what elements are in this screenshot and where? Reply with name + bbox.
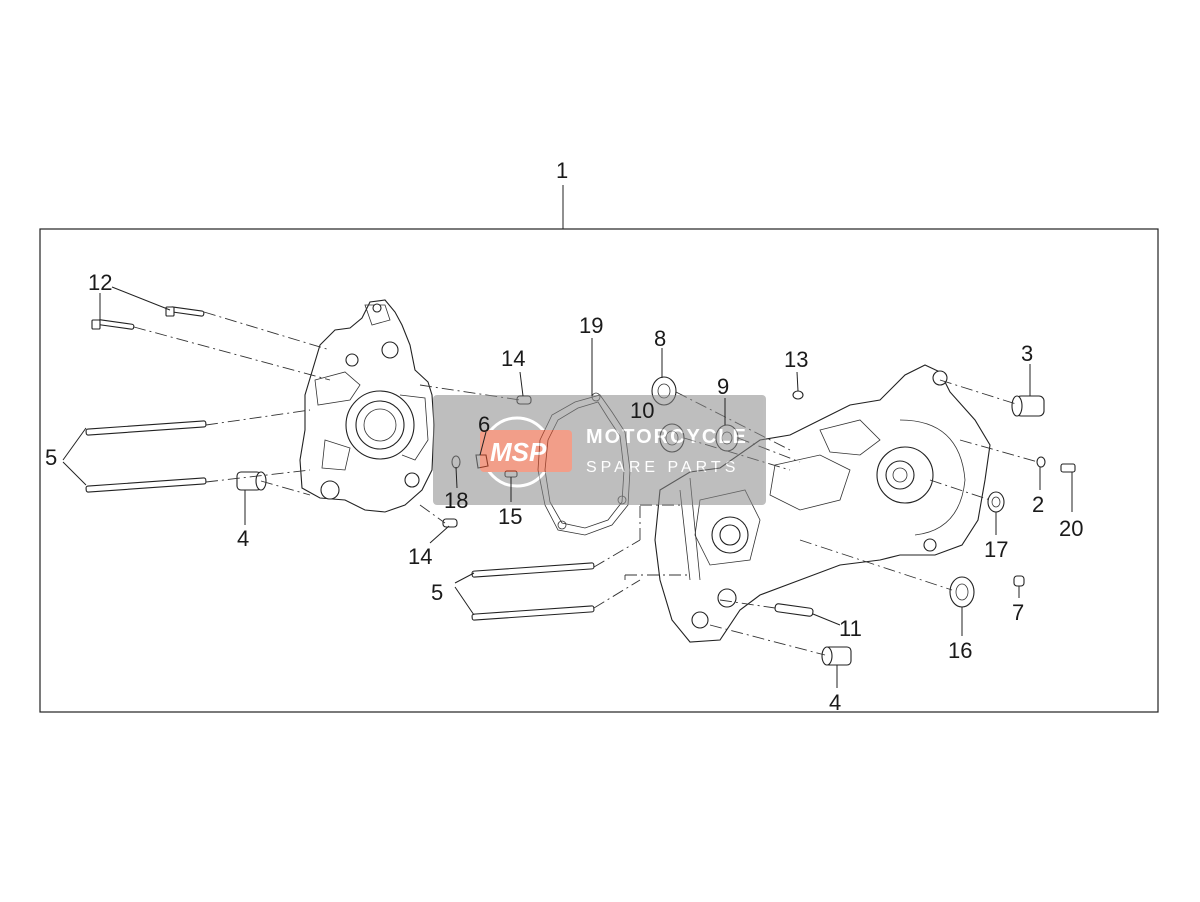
watermark-tagline: SPARE PARTS — [586, 459, 739, 476]
callout-6: 6 — [478, 412, 490, 437]
callout-5-center: 5 — [431, 580, 443, 605]
watermark-logo: MSP — [490, 437, 547, 467]
o-ring-17 — [987, 491, 1005, 513]
callout-16: 16 — [948, 638, 972, 663]
plug-13 — [792, 390, 804, 400]
right-crankcase-half — [654, 364, 991, 643]
callout-4-right: 4 — [829, 690, 841, 715]
callout-14-lower: 14 — [408, 544, 432, 569]
callout-18: 18 — [444, 488, 468, 513]
callout-20: 20 — [1059, 516, 1083, 541]
callout-11: 11 — [839, 616, 862, 641]
callout-17: 17 — [984, 537, 1008, 562]
callout-9: 9 — [717, 374, 729, 399]
bushing-right — [821, 646, 852, 666]
callout-13: 13 — [784, 347, 808, 372]
callout-14-upper: 14 — [501, 346, 525, 371]
left-crankcase-half — [299, 299, 435, 513]
assembly-frame — [39, 228, 1159, 713]
callout-4-left: 4 — [237, 526, 249, 551]
callout-3: 3 — [1021, 341, 1033, 366]
stud-bolts-center — [471, 562, 595, 621]
callout-2: 2 — [1032, 492, 1044, 517]
pin-11 — [774, 603, 814, 617]
callout-19: 19 — [579, 313, 603, 338]
washer-2 — [1036, 456, 1046, 468]
callout-7: 7 — [1012, 600, 1024, 625]
screw-20 — [1060, 463, 1076, 473]
callout-12: 12 — [88, 270, 112, 295]
watermark-brand: MOTORCYCLE — [586, 426, 748, 448]
callout-10: 10 — [630, 398, 654, 423]
callout-1: 1 — [556, 158, 568, 183]
bolts-12 — [91, 306, 205, 330]
bushing-3 — [1011, 395, 1045, 417]
callout-8: 8 — [654, 326, 666, 351]
watermark-logo-badge — [480, 430, 572, 472]
dowel-pin-lower — [442, 518, 458, 528]
stud-bolts-left — [85, 420, 207, 493]
callout-5-left: 5 — [45, 445, 57, 470]
callout-leaders — [62, 286, 1073, 688]
callout-15: 15 — [498, 504, 522, 529]
plug-7 — [1013, 575, 1025, 587]
watermark-panel — [433, 395, 766, 505]
oil-seal-16 — [949, 576, 975, 608]
watermark: MSP MOTORCYCLE SPARE PARTS — [433, 395, 766, 505]
